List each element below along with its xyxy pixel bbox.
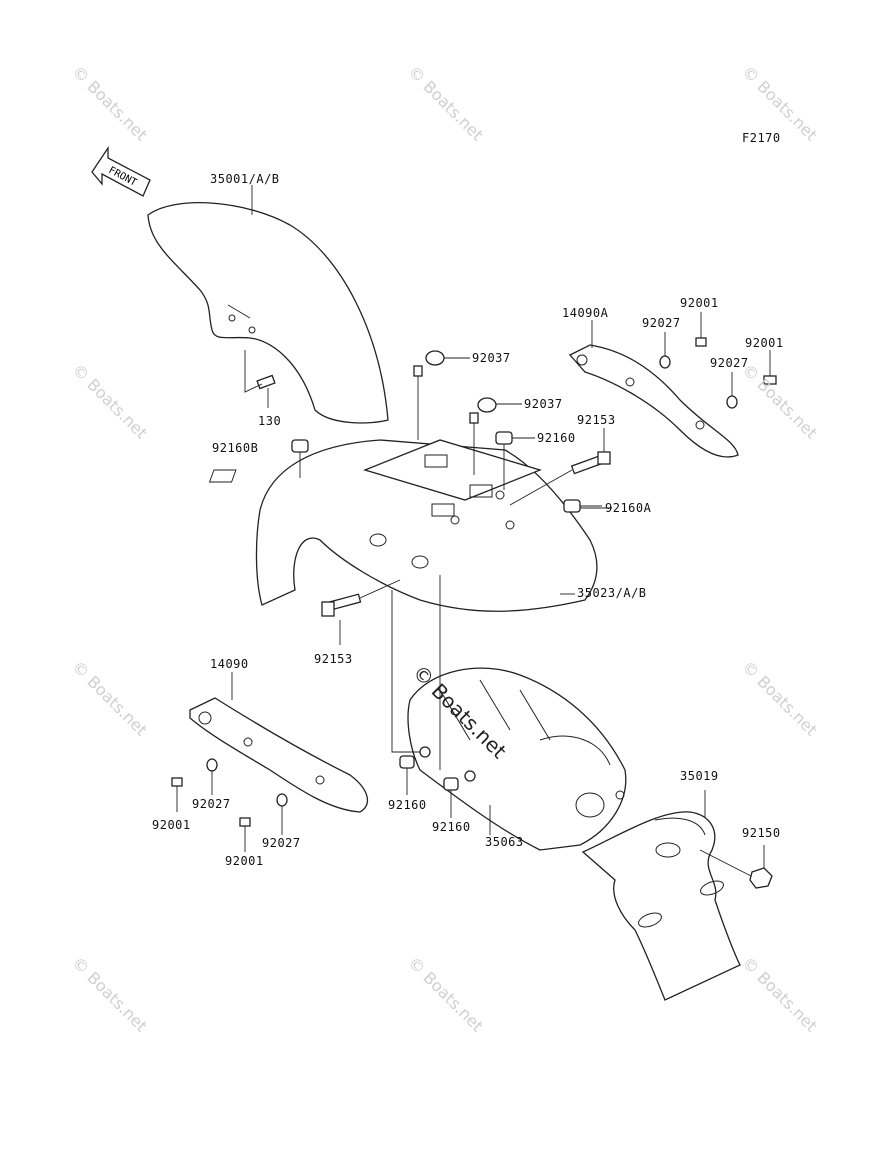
- nut-92160A: [563, 499, 602, 513]
- label-92001-right: 92001: [745, 336, 784, 350]
- label-92160-lower-a: 92160: [388, 798, 427, 812]
- label-35001: 35001/A/B: [210, 172, 280, 186]
- bolt-92150: [749, 845, 773, 889]
- label-14090A: 14090A: [562, 306, 609, 320]
- bolt-92153-right: [509, 428, 611, 506]
- label-92001-lower: 92001: [225, 854, 264, 868]
- label-14090: 14090: [210, 657, 249, 671]
- label-92027-top: 92027: [642, 316, 681, 330]
- label-92160B: 92160B: [212, 441, 259, 455]
- nut-92160B: [291, 439, 309, 478]
- front-arrow-icon: FRONT: [91, 145, 151, 197]
- label-92160-top: 92160: [537, 431, 576, 445]
- nut-92160-lower-b: [443, 777, 459, 818]
- label-92160A: 92160A: [605, 501, 652, 515]
- bracket-35063: [391, 575, 627, 851]
- screw-92001-top: [695, 312, 707, 347]
- screw-92001-lower: [239, 817, 251, 852]
- nut-92160-lower-a: [399, 755, 415, 795]
- clamp-92037-b: [469, 397, 522, 475]
- label-35063: 35063: [485, 835, 524, 849]
- label-92037-b: 92037: [524, 397, 563, 411]
- front-fender: [147, 202, 389, 424]
- label-92037-a: 92037: [472, 351, 511, 365]
- screw-92001-right: [763, 350, 777, 385]
- rear-fender: [208, 439, 598, 612]
- label-92027-left: 92027: [192, 797, 231, 811]
- side-cover-14090: [189, 672, 369, 813]
- nut-92160-top: [495, 431, 535, 490]
- label-92001-top: 92001: [680, 296, 719, 310]
- side-cover-14090A: [568, 320, 739, 458]
- label-130: 130: [258, 414, 282, 428]
- bolt-92153-left: [321, 579, 401, 645]
- washer-92027-right: [726, 372, 738, 409]
- screw-92001-left: [171, 777, 183, 812]
- label-92001-left: 92001: [152, 818, 191, 832]
- washer-92027-top: [659, 332, 671, 369]
- clamp-92037-a: [413, 350, 470, 440]
- label-92027-lower: 92027: [262, 836, 301, 850]
- label-92150: 92150: [742, 826, 781, 840]
- label-92027-right: 92027: [710, 356, 749, 370]
- label-92153-left: 92153: [314, 652, 353, 666]
- washer-92027-lower: [276, 793, 288, 835]
- label-35019: 35019: [680, 769, 719, 783]
- figure-code: F2170: [742, 131, 781, 145]
- label-92153-right: 92153: [577, 413, 616, 427]
- label-92160-lower-b: 92160: [432, 820, 471, 834]
- washer-92027-left: [206, 758, 218, 795]
- bolt-130: [244, 350, 276, 408]
- label-35023: 35023/A/B: [577, 586, 647, 600]
- license-bracket-35019: [581, 790, 756, 1001]
